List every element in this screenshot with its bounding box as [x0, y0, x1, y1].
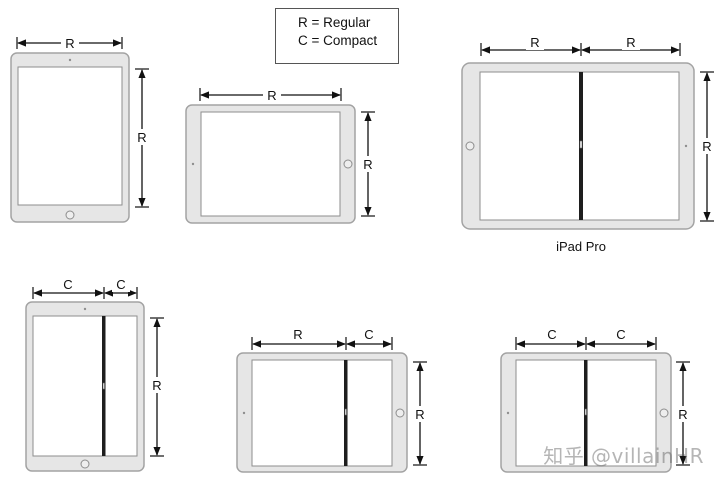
watermark: 知乎 @villainHR: [543, 444, 704, 468]
height-label: R: [137, 130, 146, 145]
height-label: R: [415, 407, 424, 422]
right-width-label: C: [364, 327, 373, 342]
left-width-label: C: [547, 327, 556, 342]
height-label: R: [678, 407, 687, 422]
left-width-label: R: [530, 35, 539, 50]
width-label: R: [267, 88, 276, 103]
ipad-landscape-regular: R R: [185, 87, 376, 224]
right-width-label: C: [116, 277, 125, 292]
left-width-label: C: [63, 277, 72, 292]
right-width-label: C: [616, 327, 625, 342]
ipad-pro-split-regular-regular: R R R iPad Pro: [461, 34, 715, 254]
height-label: R: [363, 157, 372, 172]
height-label: R: [702, 139, 711, 154]
width-label: R: [65, 36, 74, 51]
ipad-landscape-split-regular-compact: R C R: [236, 326, 428, 473]
ipad-landscape-split-compact-compact: C C R: [500, 326, 691, 473]
ipad-portrait-split-compact-compact: C C R: [25, 276, 165, 472]
ipad-pro-caption: iPad Pro: [556, 239, 606, 254]
legend-box: R = Regular C = Compact: [275, 8, 399, 64]
legend-compact: C = Compact: [298, 33, 378, 48]
height-label: R: [152, 378, 161, 393]
right-width-label: R: [626, 35, 635, 50]
legend-regular: R = Regular: [298, 15, 371, 30]
ipad-portrait-regular: R R: [10, 35, 150, 223]
left-width-label: R: [293, 327, 302, 342]
